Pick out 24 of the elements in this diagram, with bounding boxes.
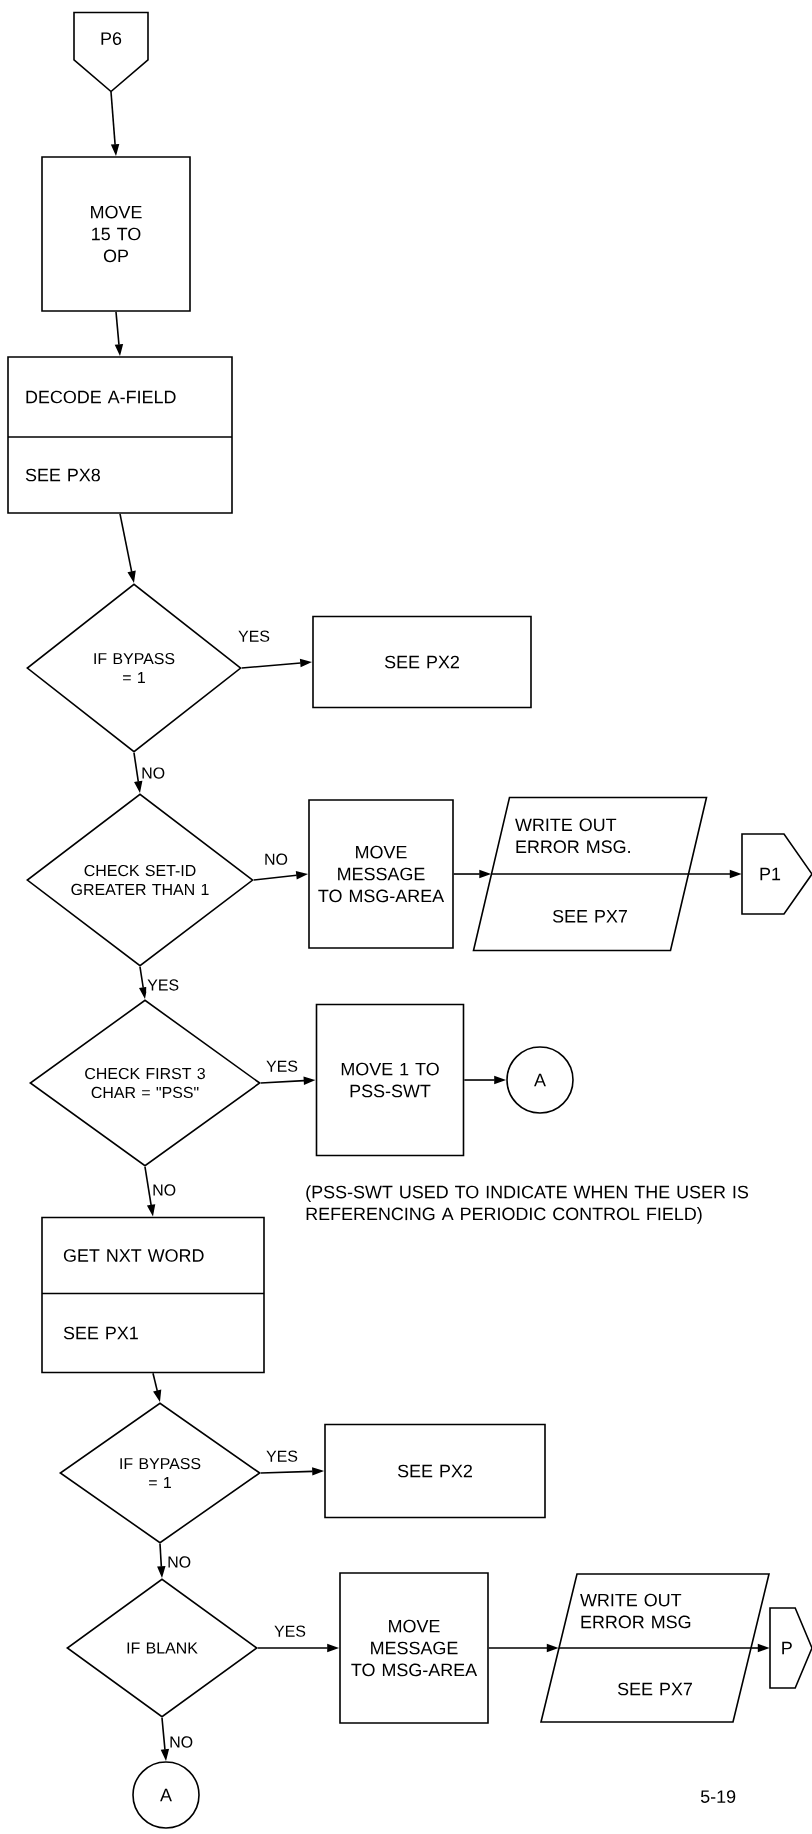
edge-label: NO (140, 766, 167, 780)
edge-label: YES (273, 1624, 307, 1638)
offpage-connector: P6 (73, 11, 149, 93)
process-box: MOVE 15 TO OP (41, 156, 191, 312)
edge-label: NO (168, 1735, 195, 1749)
process-box: SEE PX2 (324, 1423, 546, 1519)
edge-label: NO (151, 1183, 178, 1197)
edge-label: YES (265, 1449, 299, 1463)
output-parallelogram: WRITE OUT ERROR MSG SEE PX7 (540, 1573, 770, 1723)
page-number: 5-19 (700, 1790, 736, 1803)
offpage-connector: P (769, 1607, 812, 1689)
process-box: DECODE A-FIELD SEE PX8 (7, 356, 233, 514)
edge-label: YES (146, 978, 181, 992)
edge-label: YES (265, 1059, 299, 1073)
process-box: MOVE MESSAGE TO MSG-AREA (339, 1572, 489, 1724)
process-box: MOVE 1 TO PSS-SWT (315, 1003, 465, 1157)
edge-label: NO (166, 1555, 193, 1569)
output-parallelogram: WRITE OUT ERROR MSG. SEE PX7 (472, 796, 708, 952)
process-box: MOVE MESSAGE TO MSG-AREA (308, 799, 454, 949)
note-text: (PSS-SWT USED TO INDICATE WHEN THE USER IS REFERENCING A PERIODIC CONTROL FIELD) (306, 1185, 749, 1224)
process-box: SEE PX2 (312, 615, 532, 709)
process-box: GET NXT WORD SEE PX1 (41, 1216, 265, 1374)
edge-label: NO (263, 852, 289, 866)
offpage-connector: P1 (741, 833, 812, 915)
